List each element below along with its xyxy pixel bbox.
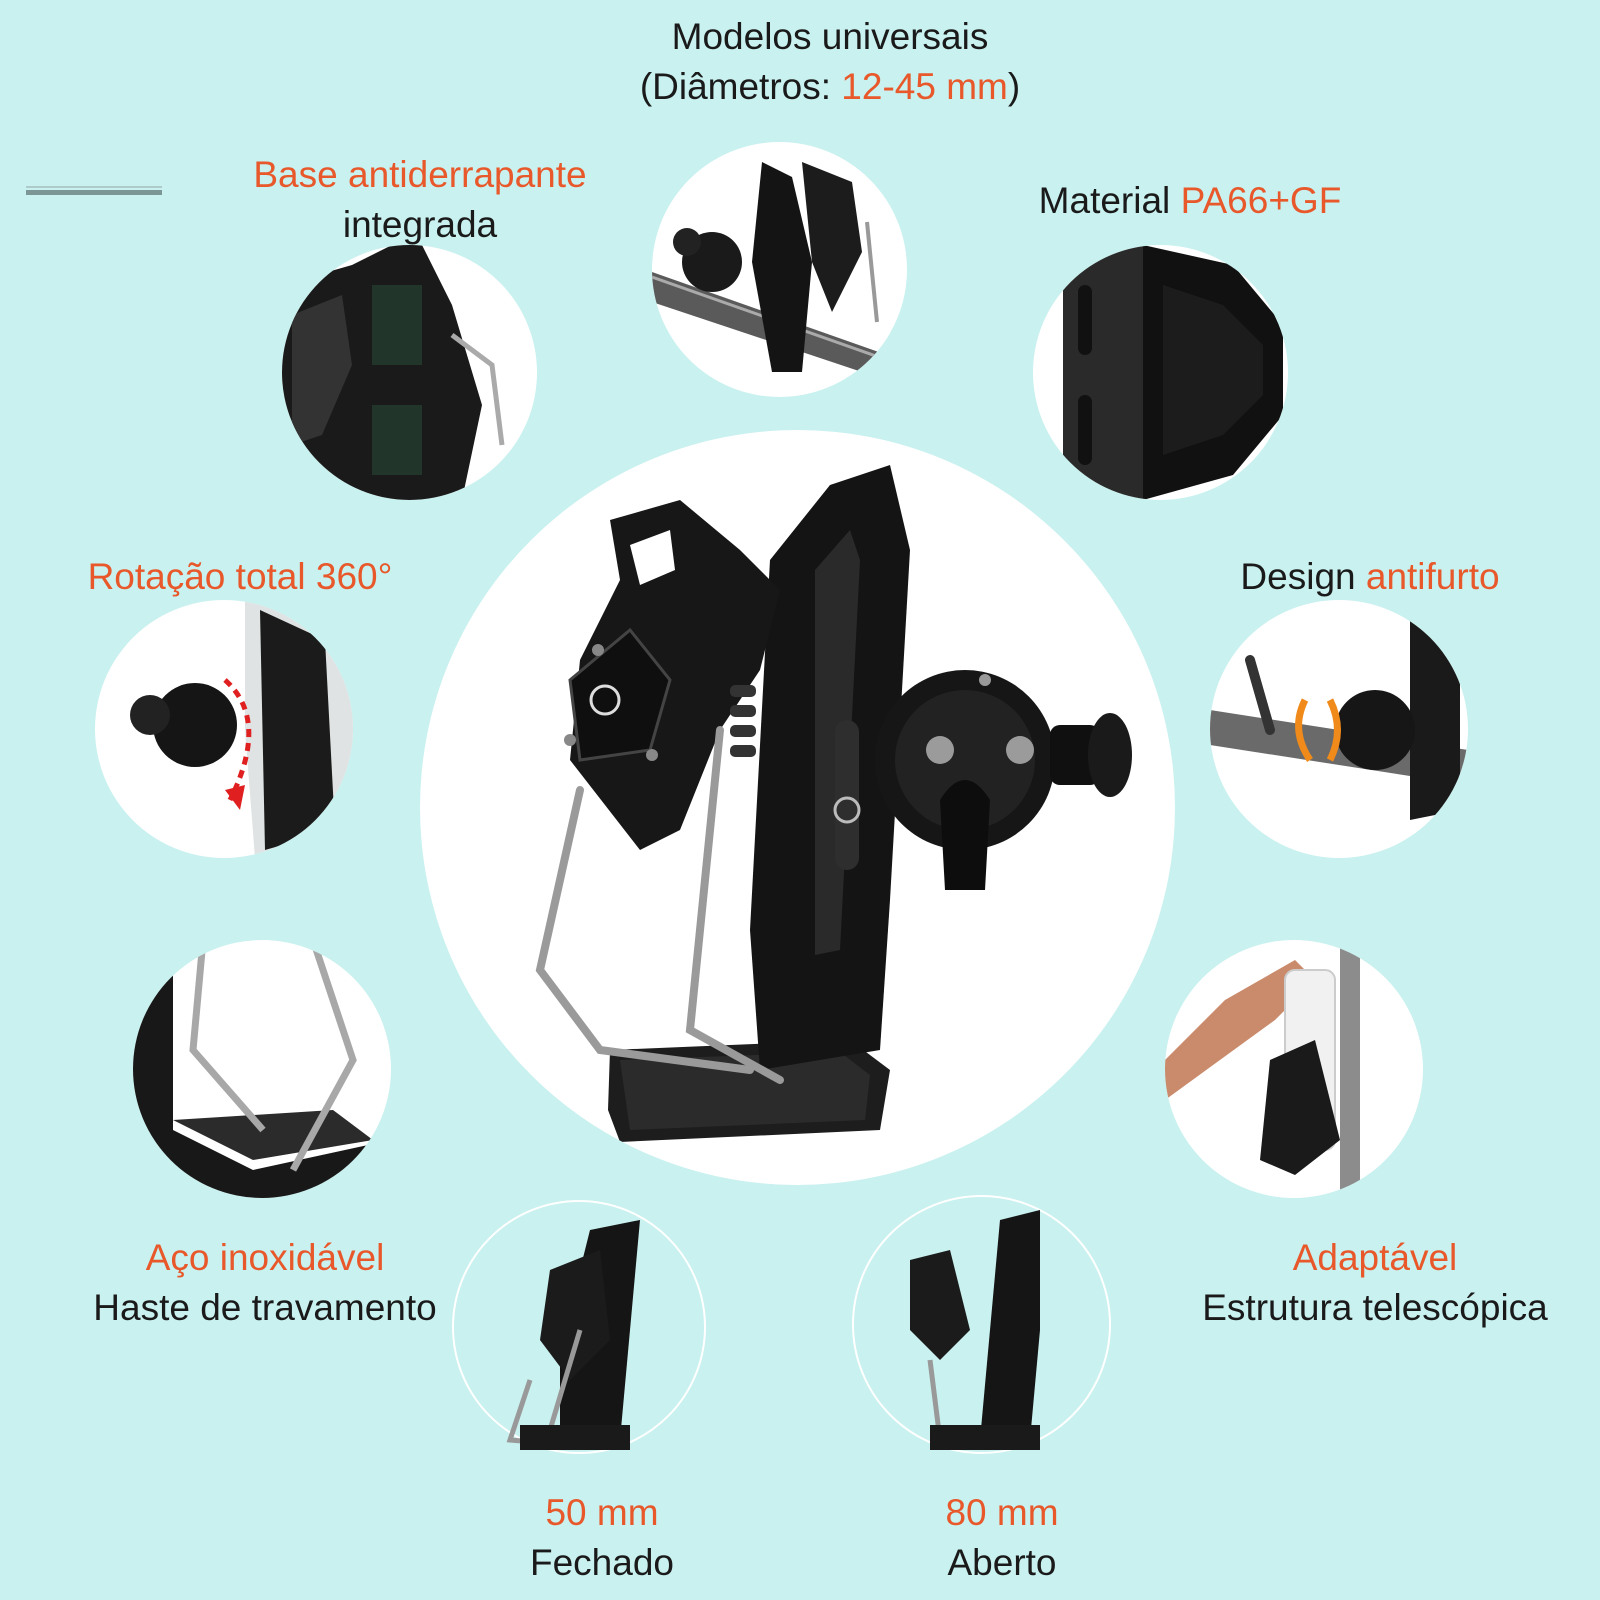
- diameter-range: 12-45 mm: [841, 66, 1008, 107]
- mounted-holder-image: [652, 162, 907, 387]
- feature-rotation-label: Rotação total 360°: [87, 556, 393, 597]
- feature-steel-label: Aço inoxidável Haste de travamento: [93, 1237, 437, 1328]
- material-texture-image: [1063, 245, 1283, 500]
- size-open-label: 80 mm Aberto: [945, 1492, 1059, 1583]
- size-closed-label: 50 mm Fechado: [530, 1492, 674, 1583]
- steel-rod-image: [133, 940, 391, 1198]
- open-holder-ring: [852, 1195, 1111, 1454]
- detail-circle-steel: [133, 940, 391, 1198]
- feature-adaptable-label: Adaptável Estrutura telescópica: [1202, 1237, 1548, 1328]
- header-title: Modelos universais (Diâmetros: 12-45 mm): [500, 12, 1160, 112]
- detail-circle-mounted: [652, 142, 907, 397]
- main-product-circle: [420, 430, 1175, 1185]
- feature-base-label: Base antiderrapante integrada: [253, 154, 587, 245]
- closed-holder-image: [506, 1220, 640, 1450]
- antitheft-clamp-image: [1210, 620, 1468, 820]
- feature-antitheft-label: Design antifurto: [1240, 556, 1500, 597]
- open-holder-image: [910, 1210, 1040, 1450]
- header-line-2: (Diâmetros: 12-45 mm): [639, 66, 1021, 107]
- feature-material-label: Material PA66+GF: [1038, 180, 1342, 221]
- detail-circle-rotation: [95, 600, 353, 858]
- rotation-clamp-image: [130, 600, 353, 858]
- detail-circle-adaptable: [1165, 940, 1423, 1198]
- bottle-holder-image: [535, 465, 1132, 1142]
- detail-circle-base: [282, 245, 537, 500]
- detail-circle-material: [1033, 245, 1288, 500]
- header-line-1: Modelos universais: [671, 16, 989, 57]
- brand-mark: [26, 186, 162, 195]
- closed-holder-ring: [452, 1200, 706, 1454]
- telescopic-bottle-image: [1165, 940, 1360, 1198]
- detail-circle-antitheft: [1210, 600, 1468, 858]
- antislip-base-image: [282, 245, 505, 500]
